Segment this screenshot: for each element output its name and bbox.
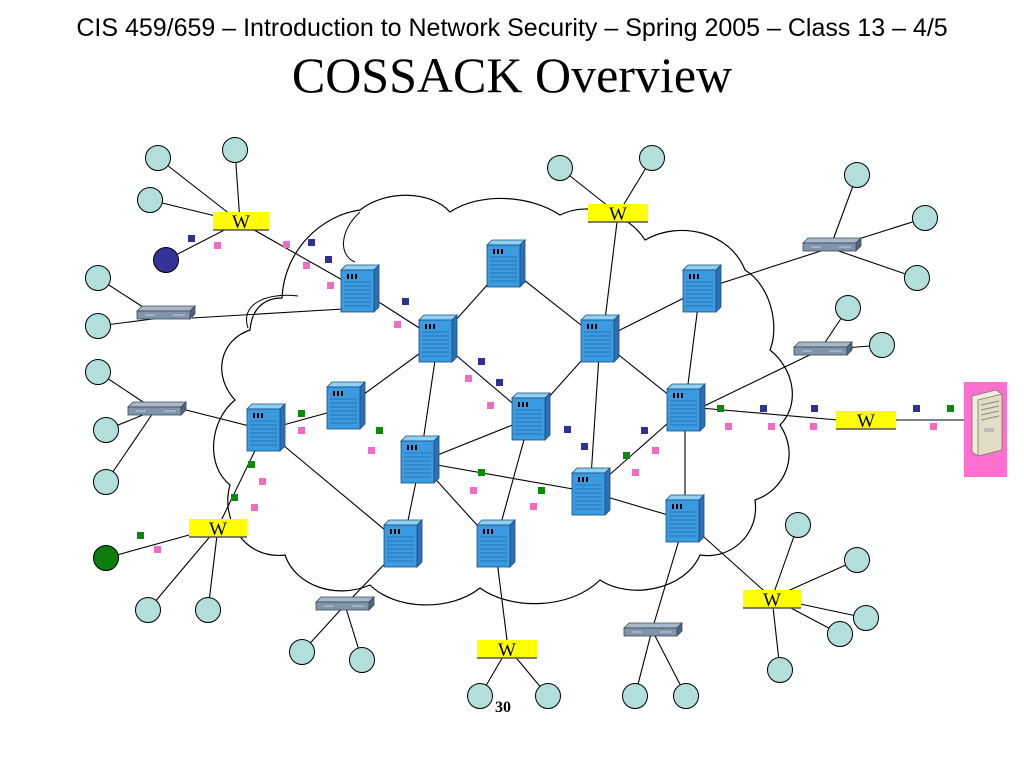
attacker-node bbox=[153, 247, 179, 273]
host-node bbox=[869, 332, 895, 358]
watcher-box: W bbox=[743, 590, 801, 611]
host-node bbox=[85, 313, 111, 339]
hub-icon bbox=[793, 341, 853, 356]
watcher-label: W bbox=[857, 411, 875, 432]
host-node bbox=[93, 417, 119, 443]
host-node bbox=[137, 187, 163, 213]
host-node bbox=[639, 145, 665, 171]
watcher-label: W bbox=[209, 519, 227, 540]
host-node bbox=[85, 265, 111, 291]
hub-icon bbox=[802, 237, 862, 252]
host-node bbox=[222, 137, 248, 163]
watcher-box: W bbox=[189, 519, 247, 540]
router-icon bbox=[665, 494, 705, 543]
packet-markers-navy bbox=[188, 235, 920, 450]
host-node bbox=[912, 205, 938, 231]
router-icon bbox=[666, 383, 706, 432]
host-node bbox=[535, 683, 561, 709]
router-icon bbox=[418, 314, 458, 363]
router-icon bbox=[486, 239, 526, 288]
internet-cloud bbox=[212, 194, 793, 606]
router-icon bbox=[246, 403, 286, 452]
router-icon bbox=[682, 264, 722, 313]
host-node bbox=[673, 683, 699, 709]
hub-icon bbox=[136, 305, 196, 320]
host-node bbox=[145, 145, 171, 171]
router-icon bbox=[511, 392, 551, 441]
host-node bbox=[289, 639, 315, 665]
host-node bbox=[844, 547, 870, 573]
host-node bbox=[904, 265, 930, 291]
packet-markers-green bbox=[137, 405, 954, 539]
host-node bbox=[547, 155, 573, 181]
slide-title: COSSACK Overview bbox=[291, 47, 733, 103]
host-node bbox=[827, 621, 853, 647]
host-node bbox=[622, 683, 648, 709]
host-node bbox=[853, 605, 879, 631]
router-icon bbox=[571, 467, 611, 516]
host-node bbox=[85, 359, 111, 385]
host-node bbox=[835, 295, 861, 321]
slide-header: CIS 459/659 – Introduction to Network Se… bbox=[76, 14, 948, 42]
watcher-label: W bbox=[232, 212, 250, 233]
host-node bbox=[349, 647, 375, 673]
router-icon bbox=[340, 264, 380, 313]
host-node bbox=[135, 597, 161, 623]
page-number: 30 bbox=[495, 699, 511, 716]
watcher-box: W bbox=[836, 411, 896, 432]
host-node bbox=[785, 512, 811, 538]
watcher-label: W bbox=[763, 590, 781, 611]
host-node bbox=[844, 162, 870, 188]
hub-icon bbox=[315, 596, 375, 611]
watcher-box: W bbox=[213, 212, 269, 233]
attacker-node bbox=[93, 545, 119, 571]
router-icon bbox=[476, 519, 516, 568]
host-node bbox=[93, 469, 119, 495]
host-node bbox=[195, 597, 221, 623]
host-node bbox=[467, 683, 493, 709]
victim-server-icon bbox=[964, 382, 1007, 477]
router-icon bbox=[383, 519, 423, 568]
hub-icon bbox=[127, 401, 187, 416]
router-icon bbox=[580, 314, 620, 363]
watcher-label: W bbox=[498, 640, 516, 661]
watcher-box: W bbox=[477, 640, 537, 661]
packet-markers-pink bbox=[154, 241, 937, 553]
router-icon bbox=[400, 435, 440, 484]
hub-icon bbox=[623, 622, 683, 637]
watcher-box: W bbox=[588, 204, 648, 225]
host-node bbox=[767, 657, 793, 683]
watcher-label: W bbox=[609, 204, 627, 225]
router-icon bbox=[326, 381, 366, 430]
